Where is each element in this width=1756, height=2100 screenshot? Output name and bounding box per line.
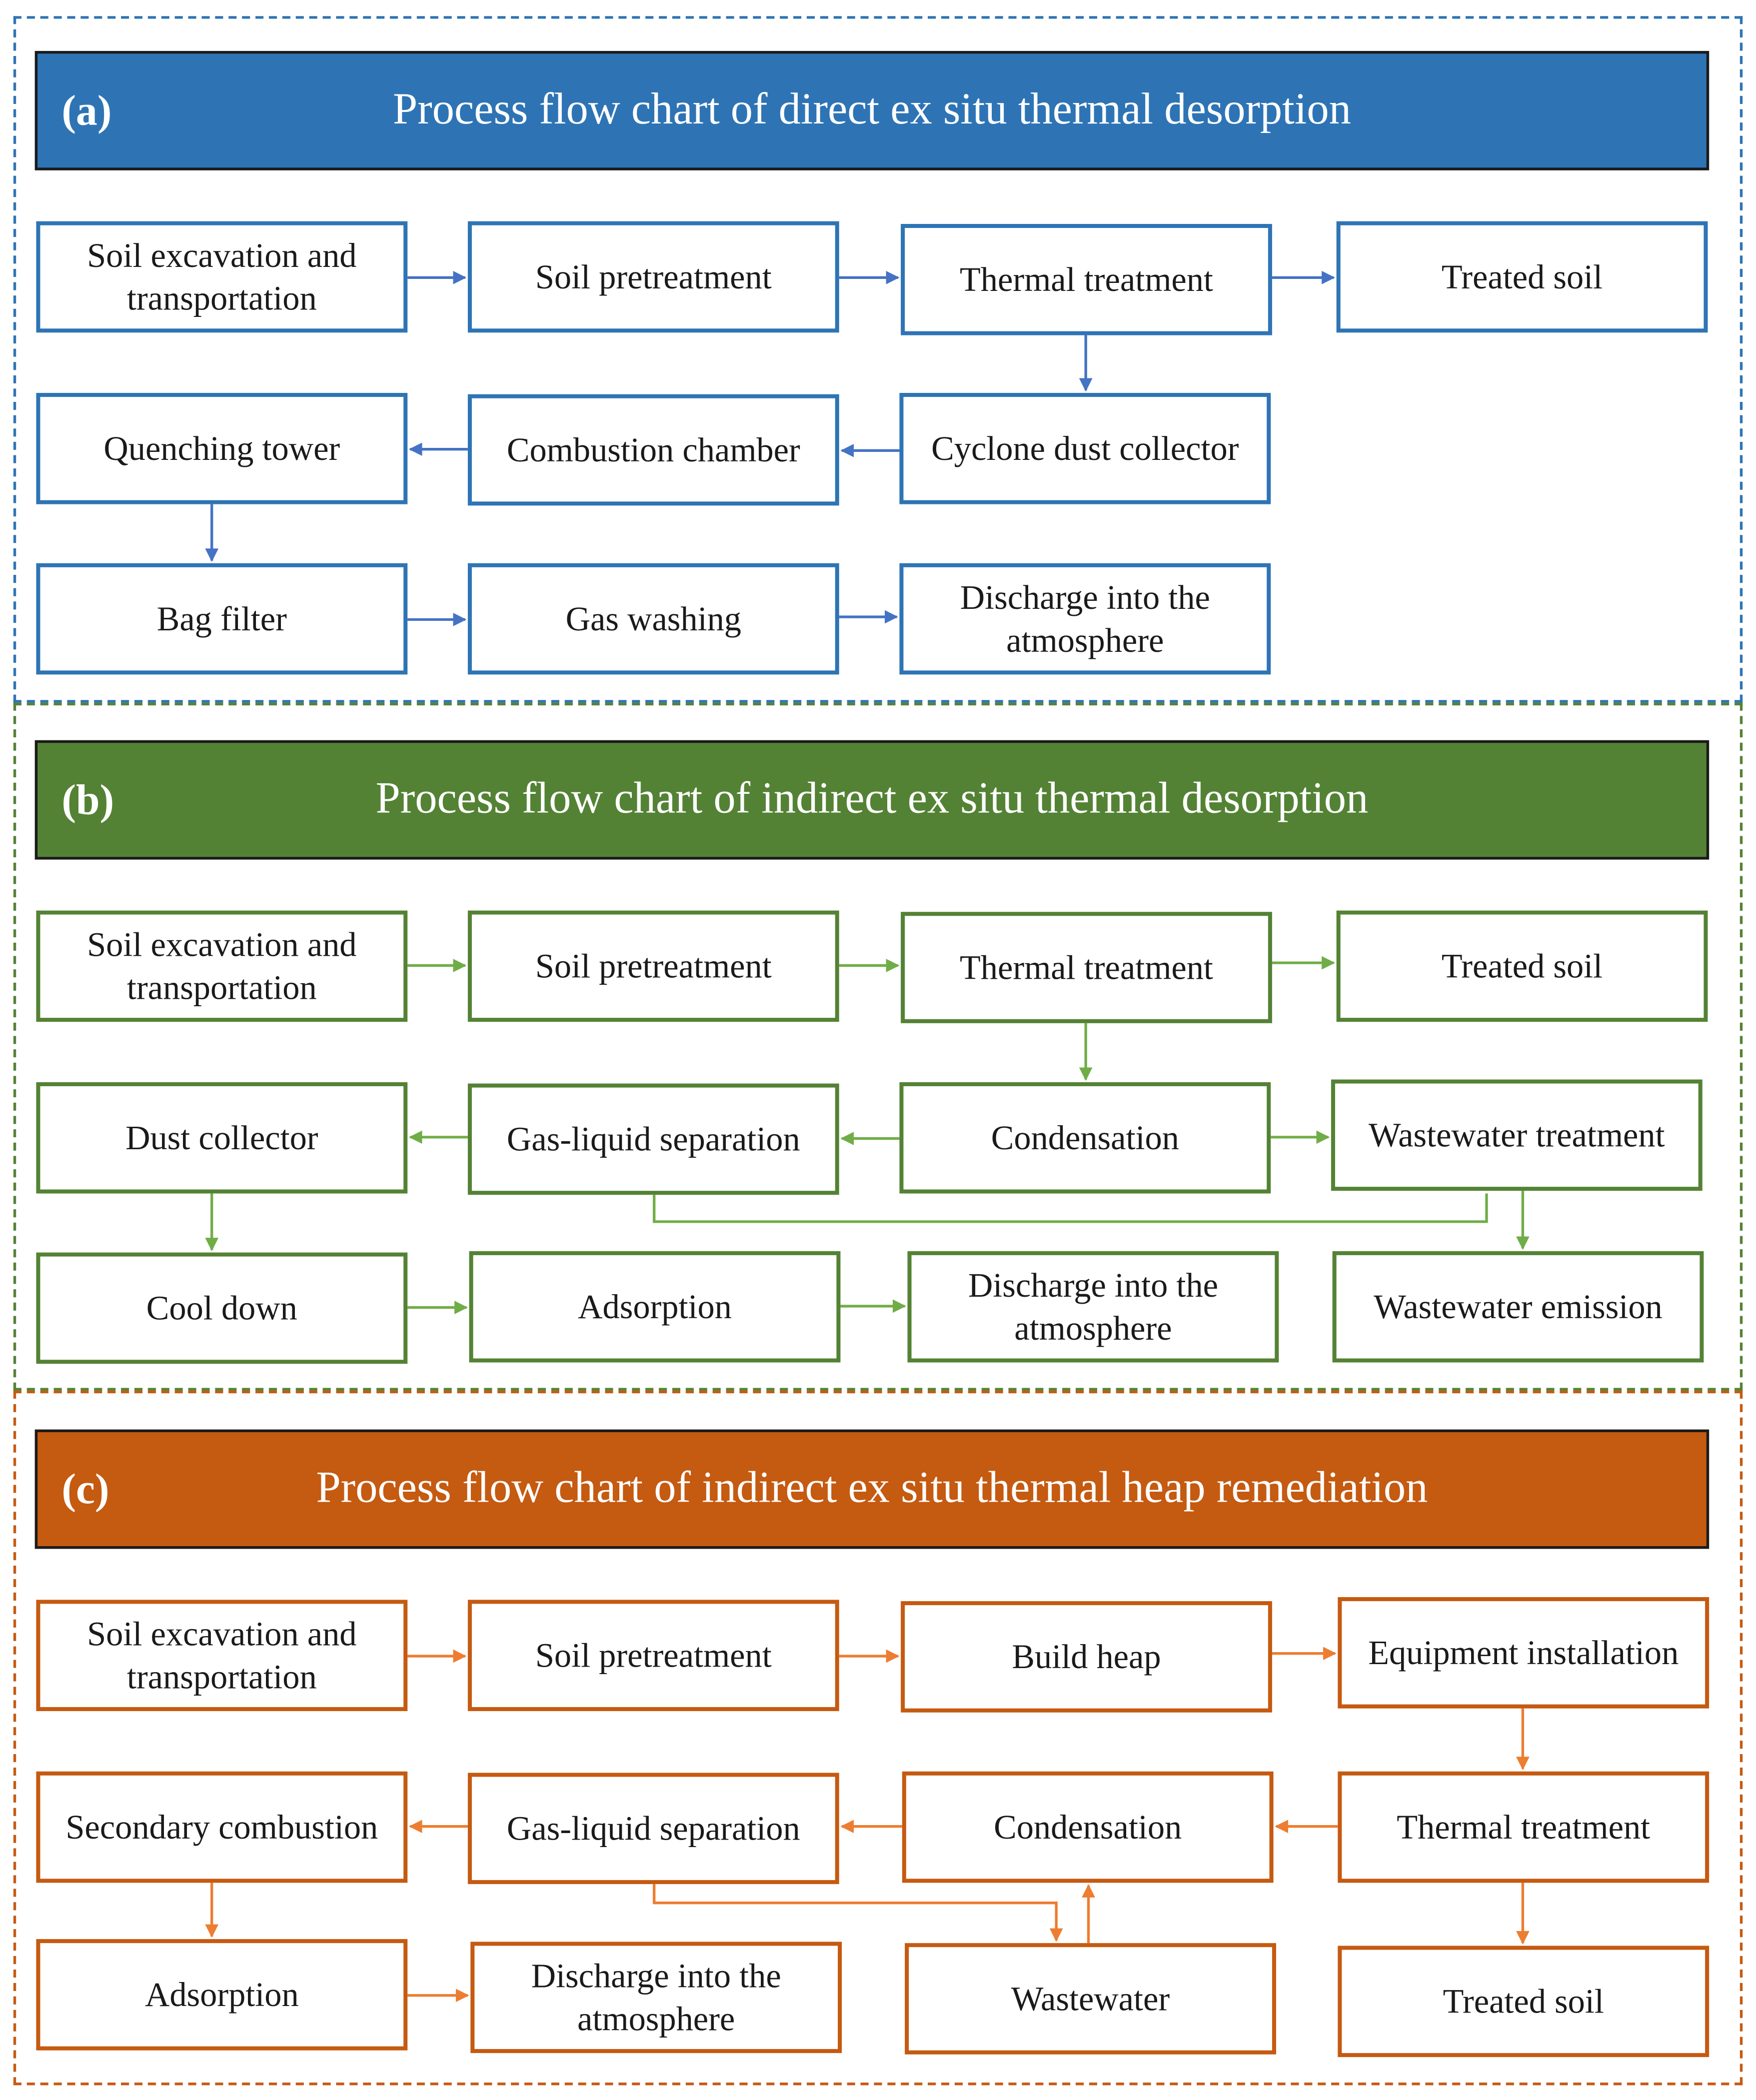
panel-c-title: Process flow chart of indirect ex situ t… xyxy=(316,1464,1428,1513)
b-dust-collector-box: Dust collector xyxy=(36,1082,408,1194)
c-condensation-box: Condensation xyxy=(902,1771,1274,1883)
a-discharge-box: Discharge into the atmosphere xyxy=(899,563,1271,675)
a-quenching-tower-box: Quenching tower xyxy=(36,393,408,504)
b-treated-soil-box: Treated soil xyxy=(1336,910,1708,1022)
panel-a-tag: (a) xyxy=(61,85,112,134)
panel-a-header: Process flow chart of direct ex situ the… xyxy=(34,50,1710,170)
panel-a-title: Process flow chart of direct ex situ the… xyxy=(392,85,1351,134)
b-thermal-treatment-box: Thermal treatment xyxy=(901,912,1272,1023)
b-gas-liquid-separation-box: Gas-liquid separation xyxy=(467,1083,839,1195)
c-soil-excavation-box: Soil excavation and transportation xyxy=(36,1600,408,1712)
c-secondary-combustion-box: Secondary combustion xyxy=(36,1771,408,1883)
a-soil-excavation-box: Soil excavation and transportation xyxy=(36,221,408,333)
a-combustion-chamber-box: Combustion chamber xyxy=(467,394,839,506)
b-condensation-box: Condensation xyxy=(899,1082,1271,1194)
b-discharge-box: Discharge into the atmosphere xyxy=(907,1251,1279,1363)
c-gas-liquid-separation-box: Gas-liquid separation xyxy=(467,1773,839,1885)
c-build-heap-box: Build heap xyxy=(901,1601,1272,1713)
panel-c-frame xyxy=(13,1390,1743,2086)
b-soil-excavation-box: Soil excavation and transportation xyxy=(36,910,408,1022)
a-thermal-treatment-box: Thermal treatment xyxy=(901,223,1272,335)
panel-b-frame xyxy=(13,702,1743,1391)
a-treated-soil-box: Treated soil xyxy=(1336,221,1708,333)
panel-c-tag: (c) xyxy=(61,1464,109,1513)
c-discharge-box: Discharge into the atmosphere xyxy=(470,1942,842,2054)
a-gas-washing-box: Gas washing xyxy=(467,563,839,675)
panel-b-title: Process flow chart of indirect ex situ t… xyxy=(375,775,1369,824)
c-thermal-treatment-box: Thermal treatment xyxy=(1338,1771,1710,1883)
a-cyclone-dust-collector-box: Cyclone dust collector xyxy=(899,393,1271,504)
c-soil-pretreatment-box: Soil pretreatment xyxy=(467,1600,839,1712)
c-equipment-installation-box: Equipment installation xyxy=(1338,1597,1710,1709)
c-adsorption-box: Adsorption xyxy=(36,1939,408,2051)
panel-a-frame xyxy=(13,16,1743,703)
b-wastewater-treatment-box: Wastewater treatment xyxy=(1331,1079,1703,1191)
b-soil-pretreatment-box: Soil pretreatment xyxy=(467,910,839,1022)
a-soil-pretreatment-box: Soil pretreatment xyxy=(467,221,839,333)
a-bag-filter-box: Bag filter xyxy=(36,563,408,675)
b-cool-down-box: Cool down xyxy=(36,1252,408,1364)
b-wastewater-emission-box: Wastewater emission xyxy=(1332,1251,1704,1363)
c-wastewater-box: Wastewater xyxy=(905,1943,1276,2055)
panel-c-header: Process flow chart of indirect ex situ t… xyxy=(34,1429,1710,1549)
c-treated-soil-box: Treated soil xyxy=(1338,1946,1710,2058)
b-adsorption-box: Adsorption xyxy=(469,1251,841,1363)
panel-b-tag: (b) xyxy=(61,775,114,824)
panel-b-header: Process flow chart of indirect ex situ t… xyxy=(34,740,1710,860)
